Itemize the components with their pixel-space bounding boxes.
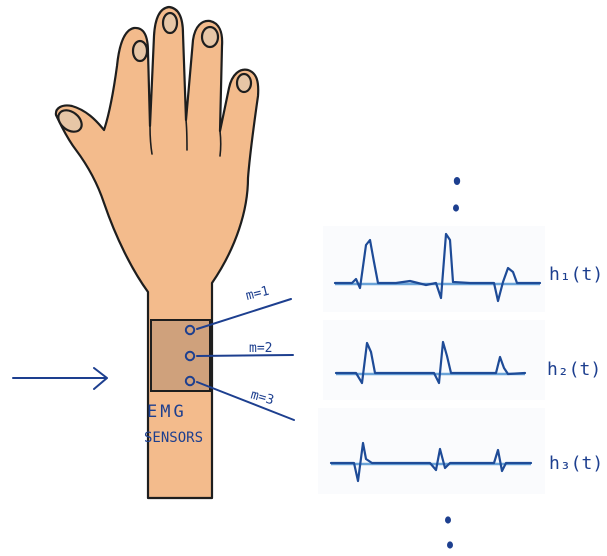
hand-shape [56,7,258,498]
leader-line-2 [197,355,293,356]
emg-label: EMG [147,402,187,422]
sensors-label: SENSORS [144,430,203,446]
right-arrow-icon [13,368,107,389]
ring-nail [202,27,218,47]
signal-panels [318,226,545,494]
middle-nail [163,13,177,33]
channel-label-1: m=1 [244,284,270,304]
signal-panel-2 [323,320,545,400]
channel-label-2: m=2 [249,341,272,356]
pinky-nail [237,74,251,92]
signal-panel-3 [318,408,545,494]
vertical-ellipsis-icon [453,177,460,212]
hand-illustration [54,7,258,498]
signal-label-1: h₁(t) [549,264,603,285]
signal-label-2: h₂(t) [547,359,601,380]
channel-label-3: m=3 [249,387,276,408]
signal-label-3: h₃(t) [549,453,603,474]
signal-panel-1 [323,226,545,312]
index-nail [133,41,147,61]
vertical-ellipsis-icon [445,516,453,548]
